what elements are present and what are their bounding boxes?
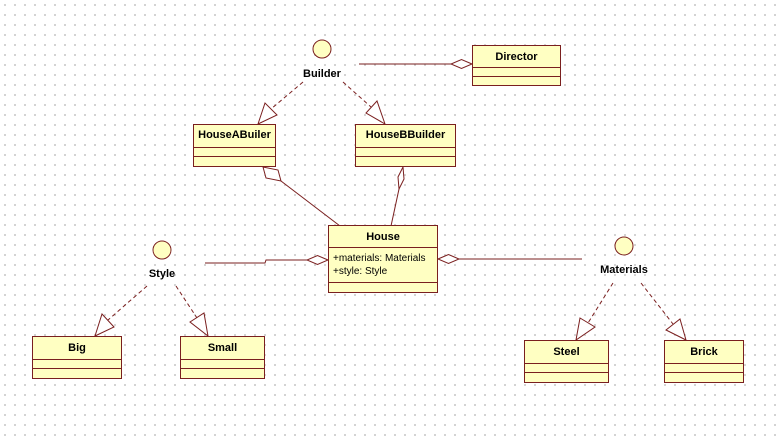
interface-label: Style xyxy=(149,268,175,280)
interface-circle-icon xyxy=(312,39,332,59)
aggregation-house-housebbuilder[interactable] xyxy=(390,165,405,227)
interface-builder[interactable]: Builder xyxy=(303,39,342,80)
interface-style[interactable]: Style xyxy=(149,240,175,280)
realization-houseabuilder-builder[interactable] xyxy=(257,81,304,125)
aggregation-diamond xyxy=(436,253,461,265)
aggregation-house-houseabuilder[interactable] xyxy=(262,166,341,227)
class-name: Brick xyxy=(690,346,718,358)
class-name: HouseABuiler xyxy=(198,129,271,141)
realization-small-style[interactable] xyxy=(175,285,209,338)
interface-circle-icon xyxy=(614,236,634,256)
realization-brick-materials[interactable] xyxy=(640,282,687,341)
class-name: Small xyxy=(208,342,237,354)
realization-arrowhead xyxy=(575,317,596,342)
aggregation-diamond xyxy=(449,58,474,70)
class-director[interactable]: Director xyxy=(472,45,561,86)
class-name: Big xyxy=(68,342,86,354)
aggregation-builder-director[interactable] xyxy=(359,58,474,70)
class-attribute: +style: Style xyxy=(333,266,388,277)
class-brick[interactable]: Brick xyxy=(664,340,744,383)
realization-arrowhead xyxy=(665,318,687,341)
class-attribute: +materials: Materials xyxy=(333,253,426,264)
class-steel[interactable]: Steel xyxy=(524,340,609,383)
aggregation-diamond xyxy=(305,254,330,266)
realization-big-style[interactable] xyxy=(94,285,148,337)
realization-arrowhead xyxy=(365,100,386,126)
realization-arrowhead xyxy=(94,313,115,337)
class-small[interactable]: Small xyxy=(180,336,265,379)
aggregation-diamond xyxy=(397,165,405,191)
class-name: House xyxy=(366,231,400,243)
realization-arrowhead xyxy=(189,312,209,338)
interface-circle-icon xyxy=(152,240,172,260)
aggregation-materials-house[interactable] xyxy=(436,253,582,265)
interface-materials[interactable]: Materials xyxy=(600,236,648,276)
class-big[interactable]: Big xyxy=(32,336,122,379)
aggregation-diamond xyxy=(262,166,282,182)
class-house[interactable]: House +materials: Materials +style: Styl… xyxy=(328,225,438,293)
interface-label: Builder xyxy=(303,68,342,80)
class-housebbuilder[interactable]: HouseBBuilder xyxy=(355,124,456,167)
realization-steel-materials[interactable] xyxy=(575,282,614,342)
realization-housebbuilder-builder[interactable] xyxy=(342,81,386,126)
realization-arrowhead xyxy=(257,102,278,125)
class-name: Steel xyxy=(553,346,579,358)
aggregation-style-house[interactable] xyxy=(205,254,330,266)
class-name: Director xyxy=(495,51,538,63)
class-houseabuilder[interactable]: HouseABuiler xyxy=(193,124,276,167)
interface-label: Materials xyxy=(600,264,648,276)
class-name: HouseBBuilder xyxy=(366,129,446,141)
